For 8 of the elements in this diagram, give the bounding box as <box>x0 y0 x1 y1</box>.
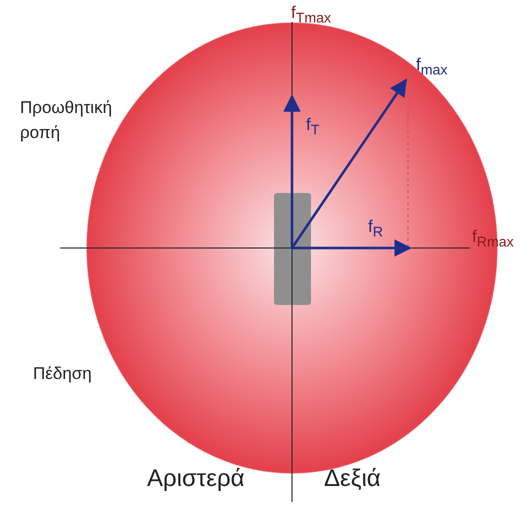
side-label: Αριστερά <box>147 466 245 492</box>
vector-label: f$_{max}$ <box>416 56 448 79</box>
vector-label: f$_{T}$ <box>306 116 320 139</box>
vector-label: f$_{R}$ <box>368 218 383 241</box>
axis-label: f$_{Tmax}$ <box>291 4 332 27</box>
region-label: Πέδηση <box>33 365 92 384</box>
region-label: Προωθητική ροπή <box>20 97 114 144</box>
side-label: Δεξιά <box>324 466 381 492</box>
